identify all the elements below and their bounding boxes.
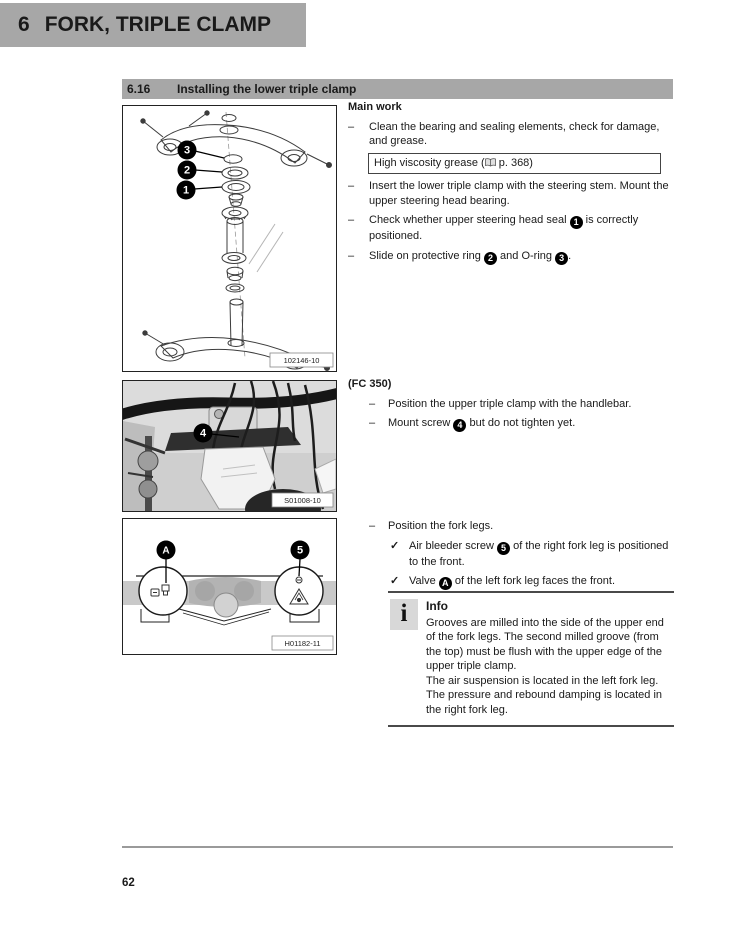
marker-3-label: 3 — [184, 145, 190, 157]
info-paragraph: The air suspension is located in the lef… — [426, 674, 659, 687]
marker-2-circle — [177, 160, 197, 180]
handlebar-photo-drawing: 4 S01008-10 — [123, 381, 336, 511]
dash-bullet: – — [348, 249, 355, 262]
marker-4-label: 4 — [200, 428, 207, 440]
marker-4-circle — [193, 423, 213, 443]
instruction-text-part: but do not tighten yet. — [469, 417, 576, 429]
grease-spec-box: High viscosity grease ( p. 368) — [368, 152, 661, 174]
instruction-text: Insert the lower triple clamp with the s… — [369, 180, 669, 207]
left-fork-details — [150, 584, 170, 597]
condition-text-part: of the right fork leg is positioned to t… — [409, 539, 669, 568]
instruction-text-part: Slide on protective ring — [369, 249, 481, 262]
instruction-text-part: . — [568, 249, 572, 262]
right-fork-details — [289, 576, 309, 605]
figure-exploded-triple-clamp: 3 2 1 102146-10 — [122, 105, 337, 372]
marker-4-inline: 4 — [453, 419, 467, 432]
center-line — [225, 111, 246, 359]
left-fork-tube — [145, 436, 152, 511]
condition-text: Valve A of the left fork leg faces the f… — [409, 574, 674, 590]
checkmark-icon: ✓ — [390, 539, 400, 552]
condition-text: Air bleeder screw 5 of the right fork le… — [409, 539, 674, 570]
marker-A-circle — [156, 540, 176, 560]
dash-bullet: – — [348, 180, 355, 192]
figure-caption-text: 102146-10 — [284, 356, 320, 365]
marker-2-inline: 2 — [483, 251, 497, 265]
figure-handlebar-photo: 4 S01008-10 — [122, 380, 337, 512]
dash-bullet: – — [348, 120, 355, 133]
instruction-text: Check whether upper steering head seal 1… — [369, 213, 674, 244]
instruction-text: Clean the bearing and sealing elements, … — [369, 120, 660, 148]
condition-text-part: Valve — [409, 575, 436, 587]
footer-rule — [122, 846, 673, 848]
marker-1-circle — [176, 180, 196, 200]
dash-bullet: – — [369, 397, 376, 410]
steering-stem-parts-drawing — [221, 154, 284, 347]
fc350-section: (FC 350) – Position the upper triple cla… — [348, 377, 674, 432]
figure-caption-text: S01008-10 — [284, 496, 321, 505]
marker-5-inline: 5 — [497, 541, 511, 555]
instruction-text: Slide on protective ring 2 and O-ring 3. — [369, 249, 674, 265]
instruction-item: – Position the upper triple clamp with t… — [348, 397, 674, 412]
marker-3-circle — [177, 140, 197, 160]
condition-text-part: of the left fork leg faces the front. — [454, 575, 616, 587]
figure-caption: S01008-10 — [271, 492, 334, 508]
page-number: 62 — [122, 877, 135, 889]
dash-bullet: – — [348, 214, 355, 226]
fork-top-view-drawing: A 5 H01182-11 — [123, 519, 336, 654]
instruction-item: – Clean the bearing and sealing elements… — [348, 120, 674, 149]
instruction-text-part: Check whether upper steering head seal — [369, 214, 567, 226]
info-icon: i — [390, 599, 418, 630]
marker-5-label: 5 — [297, 545, 303, 557]
marker-3-inline: 3 — [555, 251, 569, 265]
chapter-header: 6 FORK, TRIPLE CLAMP — [0, 3, 306, 47]
info-paragraph: The pressure and rebound damping is loca… — [426, 689, 663, 716]
instruction-item: – Insert the lower triple clamp with the… — [348, 179, 674, 208]
instruction-text-part: Mount screw — [388, 417, 451, 429]
book-icon — [484, 157, 496, 166]
grease-spec-text: High viscosity grease ( — [374, 156, 485, 169]
condition-item: ✓ Valve A of the left fork leg faces the… — [348, 574, 674, 590]
checkmark-icon: ✓ — [390, 575, 400, 587]
marker-A-inline: A — [438, 577, 452, 590]
info-heading: Info — [426, 599, 448, 613]
marker-1-inline: 1 — [569, 216, 583, 229]
info-note: i Info Grooves are milled into the side … — [388, 591, 674, 727]
instruction-item: – Slide on protective ring 2 and O-ring … — [348, 249, 674, 265]
instruction-text: Position the upper triple clamp with the… — [388, 397, 632, 410]
instruction-text-part: and O-ring — [500, 249, 553, 262]
instruction-text-part: is correctly positioned. — [369, 214, 639, 242]
marker-A-label: A — [162, 546, 169, 557]
marker-2-label: 2 — [184, 165, 190, 177]
fork-legs-section: – Position the fork legs. ✓ Air bleeder … — [348, 519, 674, 590]
info-paragraph: Grooves are milled into the side of the … — [426, 616, 664, 673]
right-fender-edge — [314, 458, 336, 494]
section-header-bar: 6.16 Installing the lower triple clamp — [122, 79, 673, 99]
instruction-text: Mount screw 4 but do not tighten yet. — [388, 416, 674, 432]
dash-bullet: – — [369, 417, 376, 429]
figure-markers: 3 2 1 — [176, 140, 225, 200]
section-number: 6.16 — [127, 81, 151, 96]
figure-caption-text: H01182-11 — [285, 639, 321, 648]
figure-caption: H01182-11 — [271, 635, 334, 651]
chapter-title: FORK, TRIPLE CLAMP — [44, 12, 272, 36]
upper-triple-clamp-drawing — [140, 110, 332, 168]
exploded-view-drawing: 3 2 1 102146-10 — [140, 110, 334, 371]
condition-text-part: Air bleeder screw — [409, 539, 494, 552]
instruction-item: – Check whether upper steering head seal… — [348, 213, 674, 244]
chapter-number: 6 — [18, 12, 30, 36]
condition-item: ✓ Air bleeder screw 5 of the right fork … — [348, 539, 674, 570]
dash-bullet: – — [369, 520, 376, 532]
fc350-heading: (FC 350) — [348, 378, 392, 390]
main-work-section: Main work – Clean the bearing and sealin… — [348, 100, 674, 265]
marker-1-label: 1 — [183, 185, 189, 197]
figure-caption: 102146-10 — [269, 352, 334, 368]
instruction-item: – Position the fork legs. — [348, 519, 674, 534]
grease-spec-page-ref: p. 368) — [498, 156, 533, 169]
figure-fork-legs-top-view: A 5 H01182-11 — [122, 518, 337, 655]
instruction-item: – Mount screw 4 but do not tighten yet. — [348, 416, 674, 432]
main-work-heading: Main work — [348, 101, 402, 113]
section-title: Installing the lower triple clamp — [177, 81, 357, 96]
marker-5-circle — [290, 540, 310, 560]
instruction-text: Position the fork legs. — [388, 520, 494, 532]
